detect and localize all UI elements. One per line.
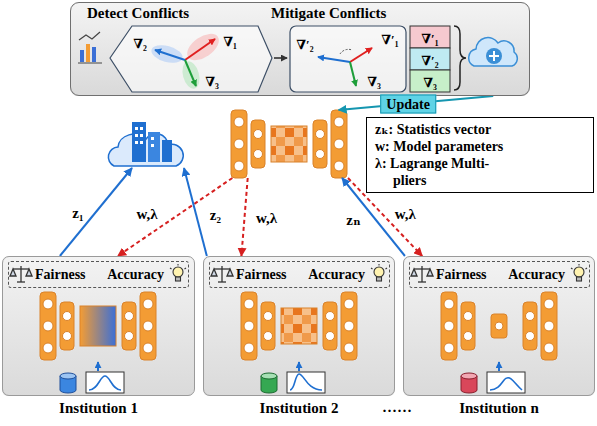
rotation-mark [340, 49, 352, 54]
server-icon [108, 122, 183, 166]
gradient-halo [149, 42, 184, 66]
institution-art [203, 256, 395, 396]
projected-vector [350, 48, 372, 62]
objective-box: Fairness Accuracy [409, 261, 590, 288]
brace [454, 26, 466, 90]
edge-label: z₂ [208, 207, 223, 224]
gradient-symbol: ∇′₁ [381, 31, 398, 48]
notation-entry: zₖ: Statistics vector [375, 121, 585, 138]
upload-arrow [60, 168, 132, 256]
conflict-panel-art [70, 2, 530, 96]
edge-label: z₁ [70, 205, 85, 222]
gradient-halo [180, 59, 203, 90]
flow-arrow [274, 57, 287, 59]
objective-label: Accuracy [308, 267, 365, 283]
gradient-symbol: ∇₁ [223, 33, 237, 50]
objective-label: Fairness [236, 267, 287, 283]
gradient-vector [185, 39, 215, 60]
global-model-node [230, 110, 348, 178]
gradient-symbol: ∇₂ [133, 35, 147, 52]
server-node [108, 116, 188, 168]
ellipsis-mark: ······ [382, 403, 412, 420]
notation-entry: w: Model parameters [375, 138, 585, 155]
institution-box: Institution nFairnessAccuracy [403, 256, 595, 396]
panel-heading: Mitigate Conflicts [271, 3, 386, 22]
gradient-vector [350, 62, 356, 86]
objective-label: Accuracy [508, 267, 565, 283]
institution-name: Institution 2 [204, 400, 394, 417]
objective-box: Fairness Accuracy [8, 261, 189, 288]
institution-art [403, 256, 595, 396]
objective-label: Fairness [436, 267, 487, 283]
gradient-vector [185, 60, 196, 86]
edge-label: w,λ [254, 210, 279, 227]
update-tag: Update [380, 94, 436, 113]
mitigate-region [290, 26, 406, 92]
gradient-symbol: ∇′₂ [421, 52, 438, 69]
notation-box: zₖ: Statistics vectorw: Model parameters… [366, 117, 594, 193]
broadcast-arrow [241, 178, 247, 256]
institution-art [2, 256, 194, 396]
gradient-vector [155, 50, 185, 60]
detect-region [110, 26, 272, 92]
institution-name: Institution 1 [3, 400, 194, 417]
upload-arrow [184, 168, 207, 256]
edge-label: w,λ [135, 206, 160, 223]
broadcast-arrow [118, 178, 233, 256]
objective-box: Fairness Accuracy [209, 261, 390, 288]
objective-label: Fairness [35, 267, 86, 283]
gradient-symbol: ∇₃ [367, 73, 381, 90]
panel-ground [70, 2, 530, 96]
objective-label: Accuracy [107, 267, 164, 283]
edge-label: zₙ [344, 212, 362, 229]
gradient-halo [183, 28, 224, 65]
global-model [231, 110, 347, 178]
panel-heading: Detect Conflicts [71, 3, 271, 22]
institution-name: Institution n [404, 400, 594, 417]
gradient-stack [410, 26, 450, 92]
gradient-symbol: ∇′₁ [421, 30, 438, 47]
institution-box: Institution 2FairnessAccuracy [203, 256, 395, 396]
gradient-symbol: ∇₃ [205, 73, 219, 90]
analysis-icon [78, 32, 102, 63]
gradient-symbol: ∇′₂ [296, 36, 313, 53]
aggregate-cloud [469, 38, 518, 66]
notation-entry: λ: Lagrange Multi- pliers [375, 155, 521, 189]
projected-vector [318, 57, 350, 62]
edge-label: w,λ [393, 206, 418, 223]
institution-box: Institution 1FairnessAccuracy [2, 256, 195, 396]
gradient-symbol: ∇₃ [423, 74, 437, 91]
